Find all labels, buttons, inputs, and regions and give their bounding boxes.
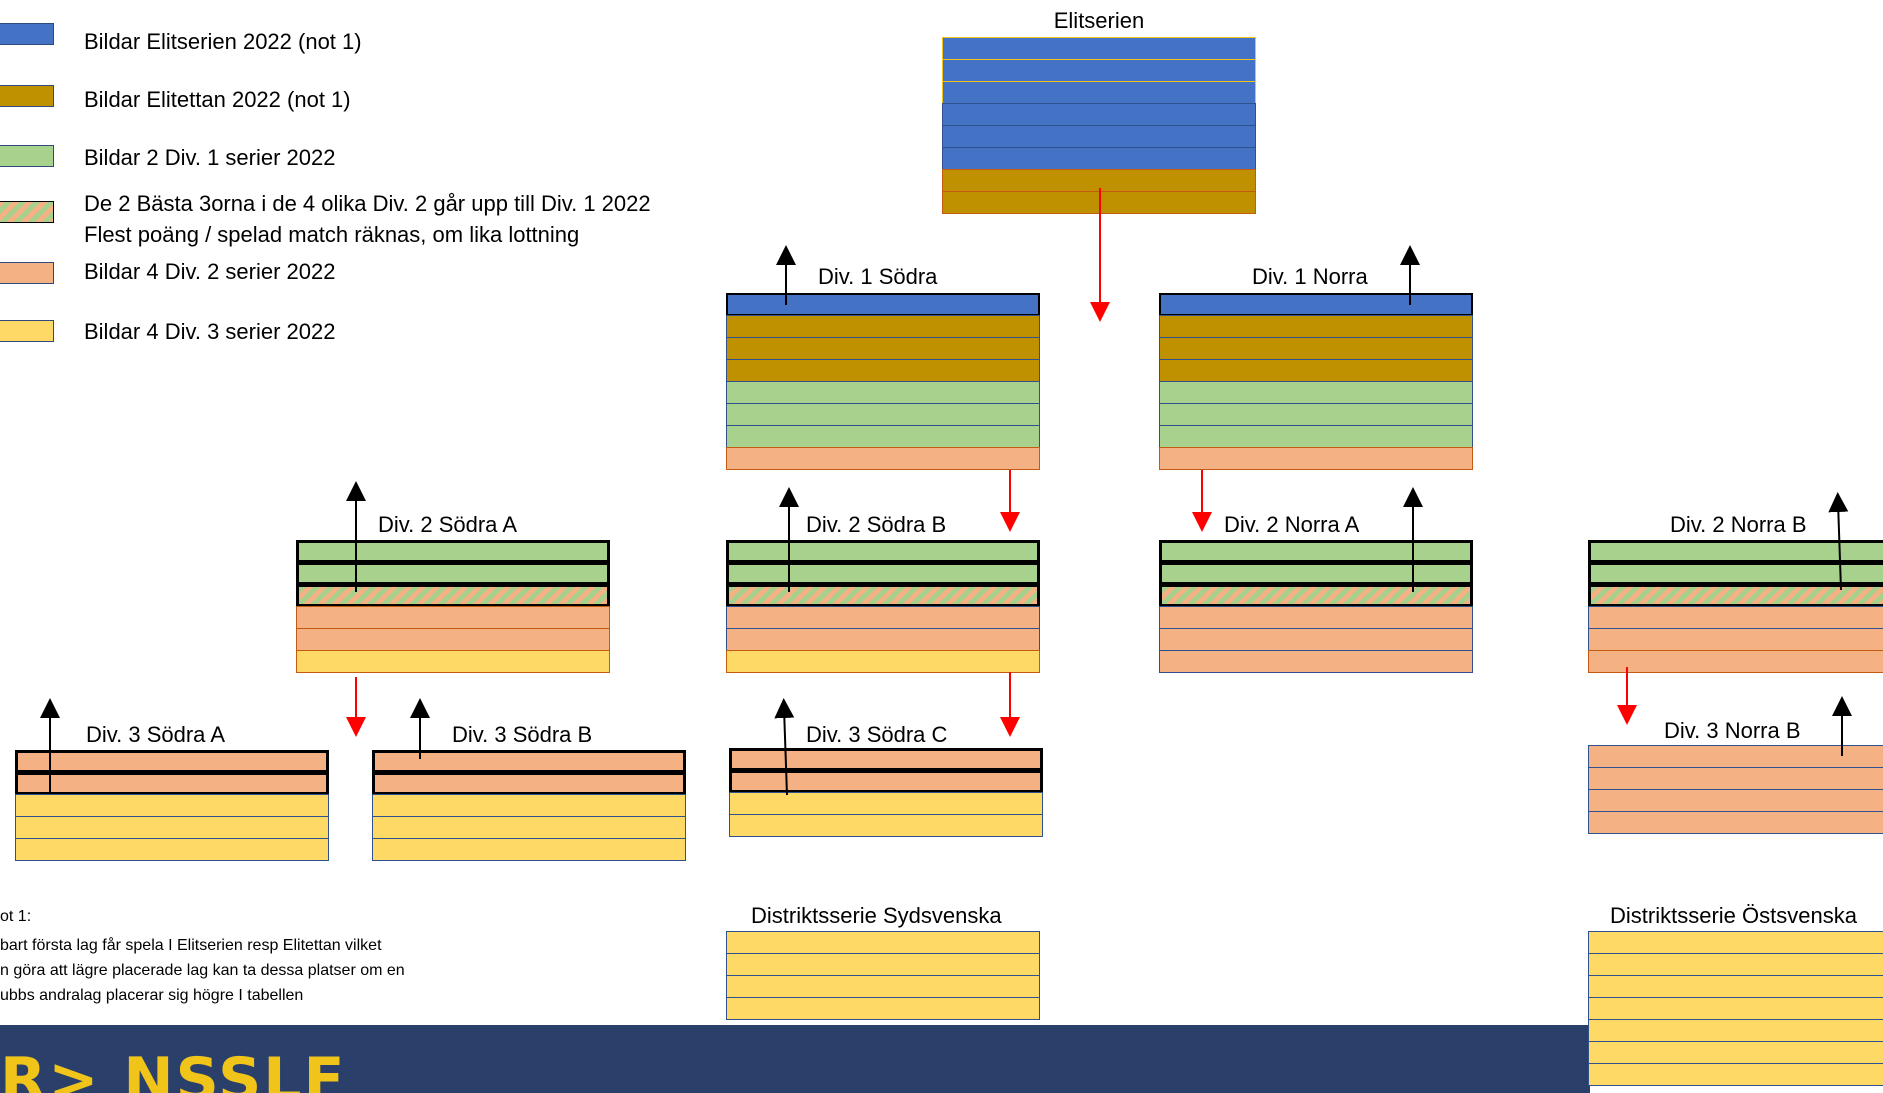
distrikt-syd-title: Distriktsserie Sydsvenska (751, 903, 1002, 928)
div3-norra-b-title: Div. 3 Norra B (1664, 718, 1801, 743)
table-row (726, 562, 1040, 585)
legend-swatch-div2 (0, 262, 54, 284)
table-row (726, 584, 1040, 607)
legend-label-elitserien: Bildar Elitserien 2022 (not 1) (84, 29, 362, 54)
table-row (729, 748, 1043, 771)
div3-norra-b-block (1588, 745, 1883, 834)
div1-norra-block (1159, 293, 1473, 470)
legend-swatch-div1 (0, 145, 54, 167)
table-row (1159, 447, 1473, 470)
table-row (1588, 584, 1883, 607)
div3-sodra-a-block (15, 750, 329, 861)
div3-sodra-a-title: Div. 3 Södra A (86, 722, 225, 747)
distrikt-ost-block (1588, 931, 1883, 1086)
div3-sodra-c-title: Div. 3 Södra C (806, 722, 948, 747)
table-row (1159, 562, 1473, 585)
table-row (729, 814, 1043, 837)
table-row (296, 584, 610, 607)
legend-swatch-elitettan (0, 85, 54, 107)
table-row (15, 838, 329, 861)
div1-norra-title: Div. 1 Norra (1252, 264, 1368, 289)
div2-norra-b-title: Div. 2 Norra B (1670, 512, 1807, 537)
table-row (1588, 562, 1883, 585)
legend-swatch-elitserien (0, 23, 54, 45)
div2-norra-b-block (1588, 540, 1883, 673)
table-row (372, 750, 686, 773)
table-row (296, 650, 610, 673)
table-row (15, 772, 329, 795)
table-row (1159, 584, 1473, 607)
div2-norra-a-title: Div. 2 Norra A (1224, 512, 1360, 537)
legend-label-best-thirds: De 2 Bästa 3orna i de 4 olika Div. 2 går… (84, 191, 651, 216)
elitserien-title: Elitserien (1053, 8, 1145, 33)
legend-label-div3: Bildar 4 Div. 3 serier 2022 (84, 319, 336, 344)
footnote-line: ubbs andralag placerar sig högre I tabel… (0, 987, 304, 1004)
div2-norra-a-block (1159, 540, 1473, 673)
div2-sodra-a-title: Div. 2 Södra A (378, 512, 517, 537)
div2-sodra-a-block (296, 540, 610, 673)
table-row (1588, 1063, 1883, 1086)
table-row (726, 540, 1040, 563)
div3-sodra-c-block (729, 748, 1043, 837)
table-row (15, 750, 329, 773)
legend-label-best-thirds-rule: Flest poäng / spelad match räknas, om li… (84, 222, 580, 247)
table-row (296, 540, 610, 563)
footer-band (0, 1025, 1590, 1093)
legend-label-div1: Bildar 2 Div. 1 serier 2022 (84, 145, 336, 170)
table-row (1159, 540, 1473, 563)
div2-sodra-b-block (726, 540, 1040, 673)
legend-label-elitettan: Bildar Elitettan 2022 (not 1) (84, 87, 351, 112)
footer-logo: R> NSSLF (0, 1050, 347, 1093)
div2-sodra-b-title: Div. 2 Södra B (806, 512, 947, 537)
table-row (296, 562, 610, 585)
promotion-arrow (774, 698, 795, 796)
distrikt-syd-block (726, 931, 1040, 1020)
table-row (1588, 540, 1883, 563)
div3-sodra-b-block (372, 750, 686, 861)
div3-sodra-b-title: Div. 3 Södra B (452, 722, 593, 747)
table-row (729, 770, 1043, 793)
promotion-arrow (1828, 492, 1849, 591)
table-row (372, 838, 686, 861)
footnote-line: ot 1: (0, 908, 32, 925)
div1-sodra-block (726, 293, 1040, 470)
distrikt-ost-title: Distriktsserie Östsvenska (1610, 903, 1857, 928)
table-row (1588, 650, 1883, 673)
table-row (1159, 650, 1473, 673)
table-row (726, 650, 1040, 673)
table-row (1588, 811, 1883, 834)
table-row (372, 772, 686, 795)
legend-swatch-div3 (0, 320, 54, 342)
table-row (726, 447, 1040, 470)
legend-swatch-best-thirds (0, 201, 54, 223)
footnote-line: n göra att lägre placerade lag kan ta de… (0, 962, 405, 979)
div1-sodra-title: Div. 1 Södra (818, 264, 938, 289)
table-row (726, 997, 1040, 1020)
legend-label-div2: Bildar 4 Div. 2 serier 2022 (84, 259, 336, 284)
footnote-line: bart första lag får spela I Elitserien r… (0, 937, 382, 954)
